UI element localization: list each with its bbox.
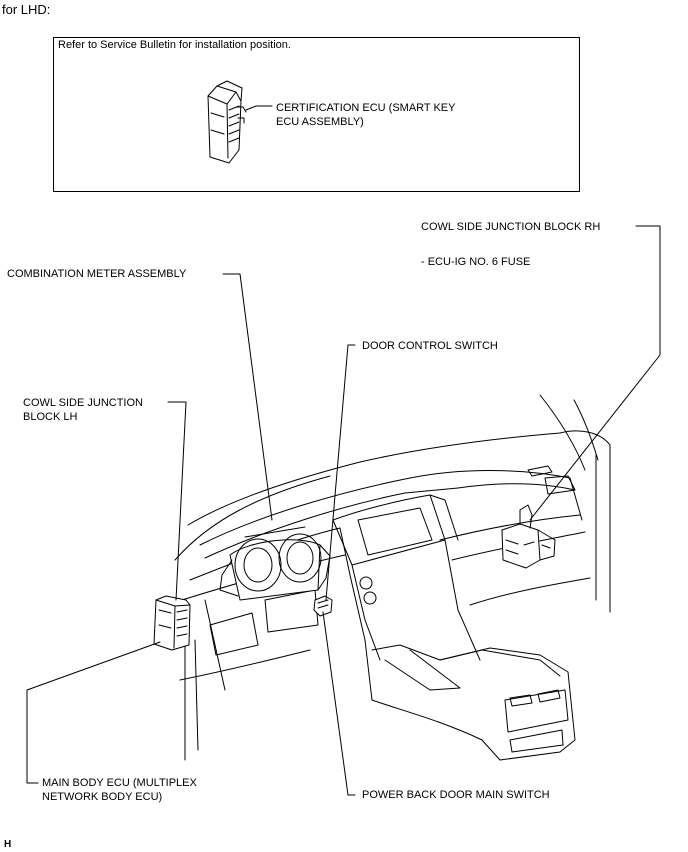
combination-meter-label: COMBINATION METER ASSEMBLY xyxy=(7,268,187,280)
cowl-side-junction-block-lh-label-line2: BLOCK LH xyxy=(23,411,78,423)
main-body-ecu-label-line2: NETWORK BODY ECU) xyxy=(42,791,163,803)
leader-lines xyxy=(26,225,661,796)
certification-ecu-label-line1: CERTIFICATION ECU (SMART KEY xyxy=(276,102,456,114)
cowl-side-junction-block-lh-label-line1: COWL SIDE JUNCTION xyxy=(23,397,143,409)
cowl-side-junction-block-rh-drawing xyxy=(501,504,556,569)
corner-mark: H xyxy=(4,839,12,850)
page-title: for LHD: xyxy=(2,2,51,17)
certification-ecu-label-line2: ECU ASSEMBLY) xyxy=(276,116,364,128)
main-body-ecu-label-line1: MAIN BODY ECU (MULTIPLEX xyxy=(42,777,197,789)
service-bulletin-note: Refer to Service Bulletin for installati… xyxy=(58,39,291,51)
certification-ecu-drawing xyxy=(207,80,273,164)
installation-inset-box: Refer to Service Bulletin for installati… xyxy=(53,37,580,192)
door-control-switch-label: DOOR CONTROL SWITCH xyxy=(362,340,498,352)
power-back-door-main-switch-label: POWER BACK DOOR MAIN SWITCH xyxy=(362,789,550,801)
cowl-side-junction-block-rh-label: COWL SIDE JUNCTION BLOCK RH xyxy=(421,221,601,233)
cowl-side-junction-block-lh-drawing xyxy=(153,595,191,651)
ecu-ig-fuse-label: - ECU-IG NO. 6 FUSE xyxy=(421,256,531,268)
